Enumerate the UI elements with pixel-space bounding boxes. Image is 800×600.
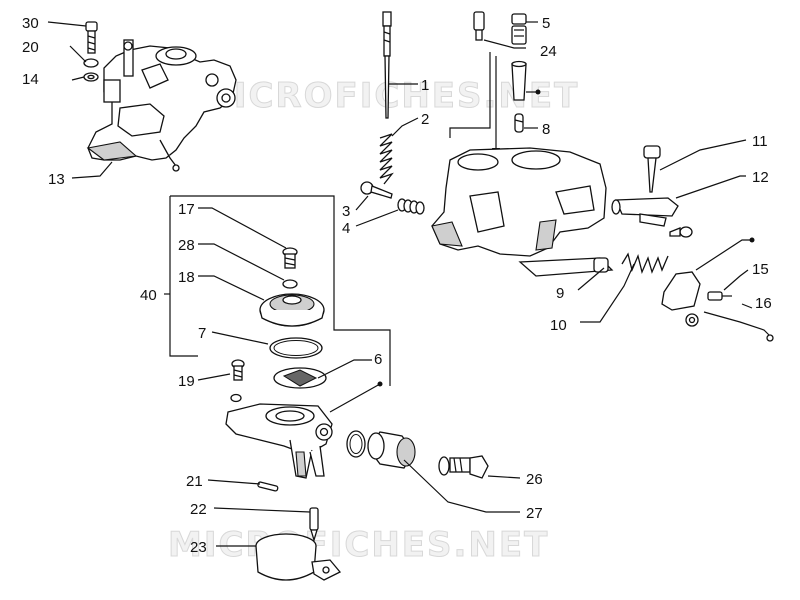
lever-12 [611, 197, 693, 238]
callout-labels: 30 20 14 13 1 2 3 4 5 24 8 11 12 9 10 15… [22, 15, 772, 556]
group-frame-40-left [169, 196, 198, 357]
callout-16: 16 [755, 295, 772, 312]
carburetor-assembly-13 [86, 39, 237, 172]
float-bracket-9 [518, 257, 614, 277]
callout-18: 18 [178, 269, 195, 286]
group-frame-40 [170, 195, 391, 386]
bolt-26 [438, 455, 489, 479]
callout-15: 15 [752, 261, 769, 278]
callout-11: 11 [752, 133, 768, 150]
callout-23: 23 [190, 539, 207, 556]
washer-14-hole [87, 74, 95, 80]
bolt-30 [85, 21, 98, 54]
callout-14: 14 [22, 71, 39, 88]
callout-30: 30 [22, 15, 39, 32]
pump-body [225, 403, 333, 479]
callout-22: 22 [190, 501, 207, 518]
callout-7: 7 [198, 325, 206, 342]
callout-27: 27 [526, 505, 543, 522]
float-23 [255, 533, 342, 581]
plug-5 [511, 13, 527, 45]
callout-9: 9 [556, 285, 564, 302]
rod-16 [703, 311, 774, 342]
filter-27 [367, 431, 416, 469]
needle-valve-22 [309, 507, 319, 543]
needle-1 [382, 11, 392, 119]
watermark-bottom: MICROFICHES.NET [168, 525, 549, 565]
washer-20 [83, 58, 99, 68]
washer-19 [230, 393, 242, 403]
washer-28 [282, 279, 298, 289]
screw-15 [707, 291, 732, 301]
callout-8: 8 [542, 121, 550, 138]
pin-21 [257, 481, 279, 492]
dot-choke [749, 237, 755, 243]
callout-19: 19 [178, 373, 195, 390]
screw-3 [360, 181, 393, 199]
cover-18 [259, 293, 325, 327]
callout-40: 40 [140, 287, 157, 304]
callout-17: 17 [178, 201, 195, 218]
callout-2: 2 [421, 111, 429, 128]
jet-tube [511, 60, 527, 101]
dot-jet [535, 89, 541, 95]
callout-13: 13 [48, 171, 65, 188]
callout-26: 26 [526, 471, 543, 488]
leader-lines [47, 21, 755, 547]
jet-24 [473, 11, 485, 41]
screw-19 [231, 359, 245, 381]
jet-8 [514, 113, 524, 133]
spring-10 [621, 252, 669, 275]
callout-28: 28 [178, 237, 195, 254]
callout-10: 10 [550, 317, 567, 334]
callout-5: 5 [542, 15, 550, 32]
oring-filter-inner [349, 434, 363, 454]
callout-1: 1 [421, 77, 429, 94]
carburetor-body [431, 147, 607, 257]
diaphragm-6 [273, 367, 327, 389]
oring-7-inner [273, 340, 319, 356]
bolt-28 [282, 247, 298, 269]
screw-11 [643, 145, 661, 193]
spring-2 [379, 133, 394, 185]
spring-4 [397, 198, 425, 215]
callout-12: 12 [752, 169, 769, 186]
callout-4: 4 [342, 220, 350, 237]
choke-unit [661, 271, 701, 327]
callout-6: 6 [374, 351, 382, 368]
callout-20: 20 [22, 39, 39, 56]
callout-21: 21 [186, 473, 203, 490]
callout-24: 24 [540, 43, 557, 60]
callout-3: 3 [342, 203, 350, 220]
dot-body [377, 381, 383, 387]
